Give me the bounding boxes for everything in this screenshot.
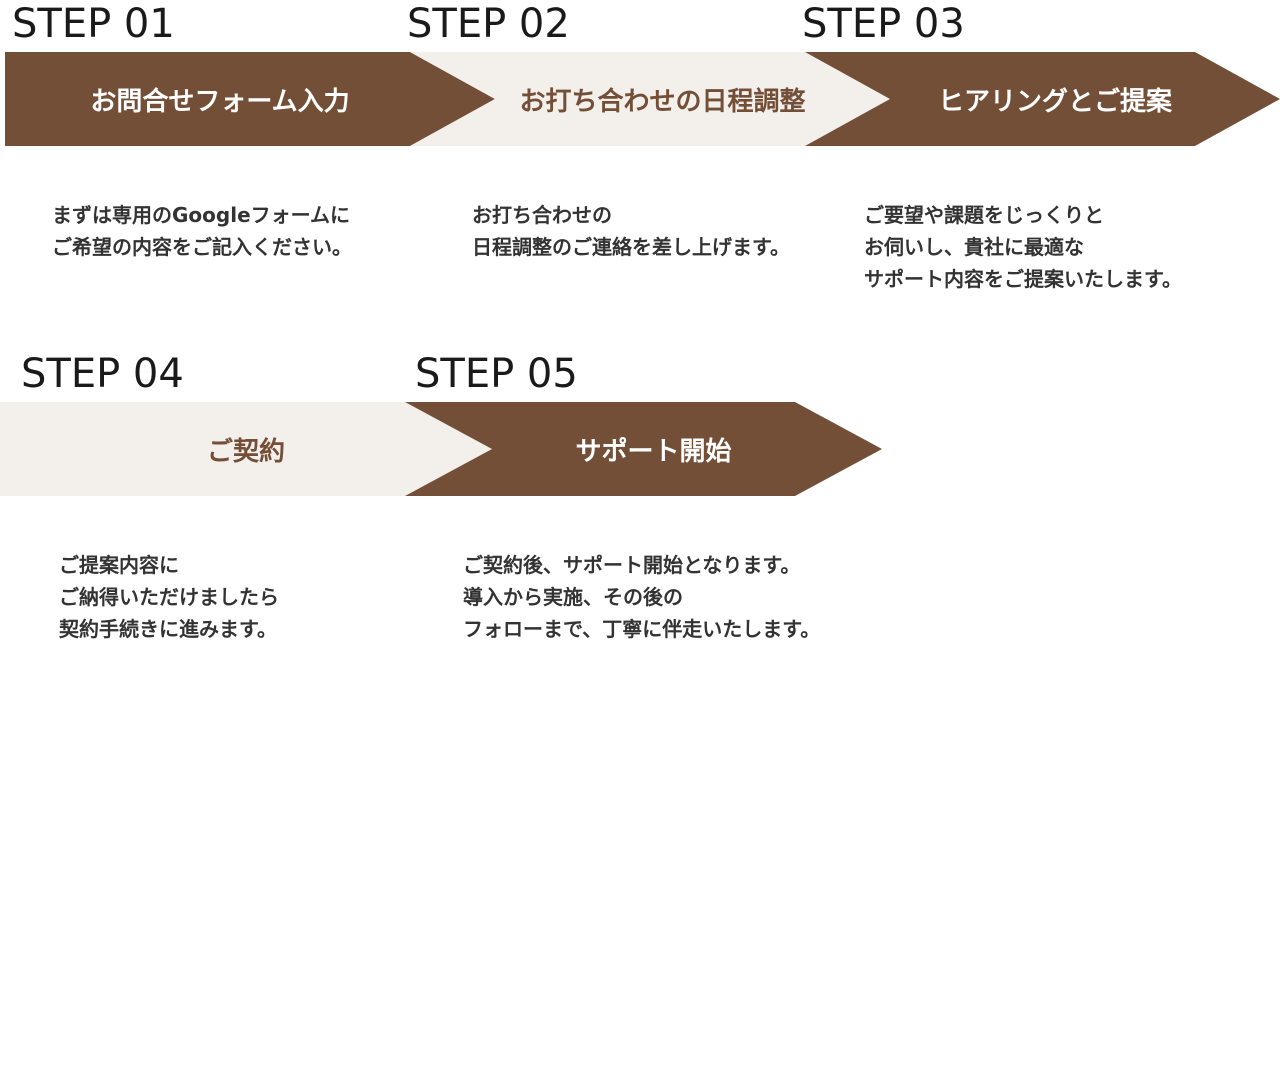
description-line: サポート内容をご提案いたします。 <box>864 267 1182 291</box>
step-label: STEP 05 <box>415 351 578 397</box>
description-line: 日程調整のご連絡を差し上げます。 <box>472 235 790 259</box>
description-line: フォローまで、丁寧に伴走いたします。 <box>463 617 821 641</box>
step-label: STEP 04 <box>21 351 184 397</box>
step-description: お打ち合わせの 日程調整のご連絡を差し上げます。 <box>472 199 790 263</box>
step-label: STEP 01 <box>12 1 175 47</box>
step-title-arrow: お問合せフォーム入力 <box>5 52 495 146</box>
step-description: ご要望や課題をじっくりと お伺いし、貴社に最適な サポート内容をご提案いたします… <box>864 199 1182 295</box>
step-description: ご提案内容に ご納得いただけましたら 契約手続きに進みます。 <box>59 549 279 645</box>
description-line: ご希望の内容をご記入ください。 <box>52 235 352 259</box>
description-line: 契約手続きに進みます。 <box>59 617 277 641</box>
description-line: ご納得いただけましたら <box>59 585 279 609</box>
step-title-arrow: お打ち合わせの日程調整 <box>410 52 890 146</box>
description-line: お伺いし、貴社に最適な <box>864 235 1084 259</box>
step-description: ご契約後、サポート開始となります。 導入から実施、その後の フォローまで、丁寧に… <box>463 549 820 645</box>
step-label: STEP 02 <box>407 1 570 47</box>
description-line: ご契約後、サポート開始となります。 <box>463 553 801 577</box>
step-description: まずは専用のGoogleフォームに ご希望の内容をご記入ください。 <box>52 199 352 263</box>
description-line: ご提案内容に <box>59 553 179 577</box>
description-line: まずは専用のGoogleフォームに <box>52 203 351 227</box>
step-label: STEP 03 <box>802 1 965 47</box>
description-line: ご要望や課題をじっくりと <box>864 203 1104 227</box>
description-line: お打ち合わせの <box>472 203 612 227</box>
step-title-arrow: ご契約 <box>0 402 492 496</box>
description-line: 導入から実施、その後の <box>463 585 683 609</box>
